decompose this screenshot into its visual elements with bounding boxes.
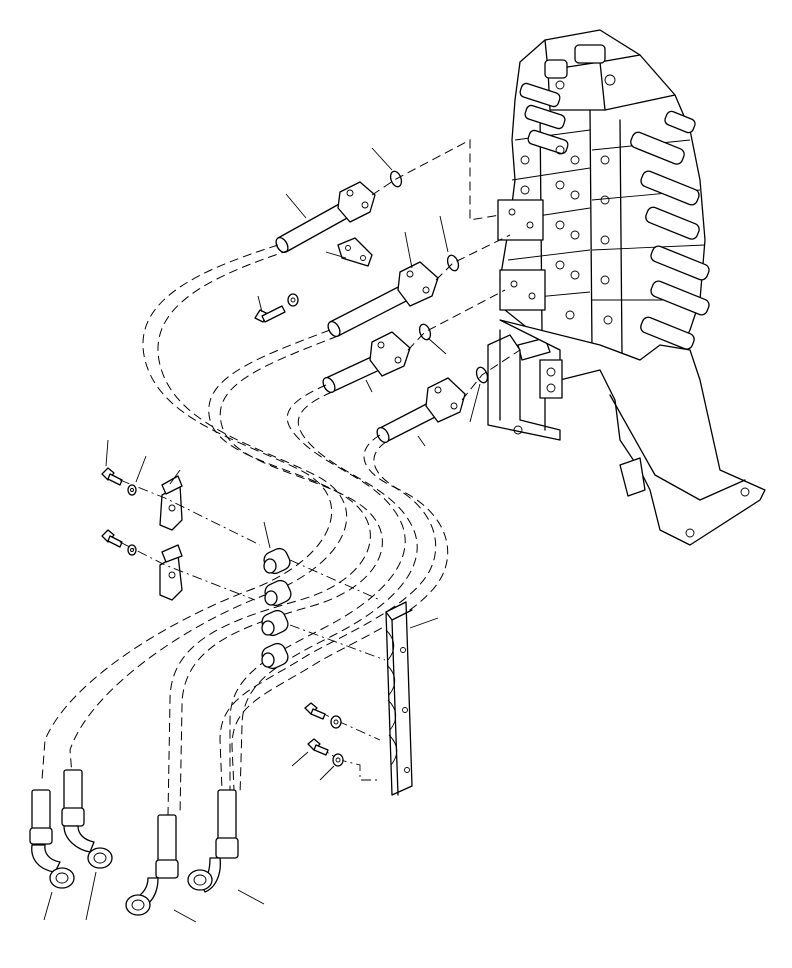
hose-fitting-4 [187,789,239,893]
flange-tube-4 [376,377,466,444]
hose-clamp-upper [159,475,183,531]
callout-leaders [43,147,481,923]
o-ring-4 [475,366,489,384]
bolt-upper [254,293,299,323]
hose-fitting-1 [29,789,75,889]
flange-tube-2 [327,261,439,338]
flange-tube-3 [322,331,411,394]
control-valve-assembly [497,29,710,366]
flange-tube-1 [275,181,376,254]
o-ring-1 [389,170,403,188]
o-ring-2 [446,254,460,272]
mounting-bracket [487,319,766,546]
hose-fitting-3 [125,814,179,916]
hose-fitting-2 [61,769,113,869]
bolt-clamp-lower [101,529,137,556]
assembly-centerlines [371,139,521,401]
hose-routes [41,244,449,816]
hose-clamp-lower [159,544,183,601]
o-ring-3 [418,323,432,341]
clamp-centerlines [119,479,386,781]
hose-grommets [261,547,292,670]
bolt-clamp-upper [101,467,137,496]
split-flange-clamp [337,237,373,267]
bolt-bar-lower [307,738,344,767]
bolt-bar-upper [304,702,342,729]
hose-support-bar [385,601,413,796]
